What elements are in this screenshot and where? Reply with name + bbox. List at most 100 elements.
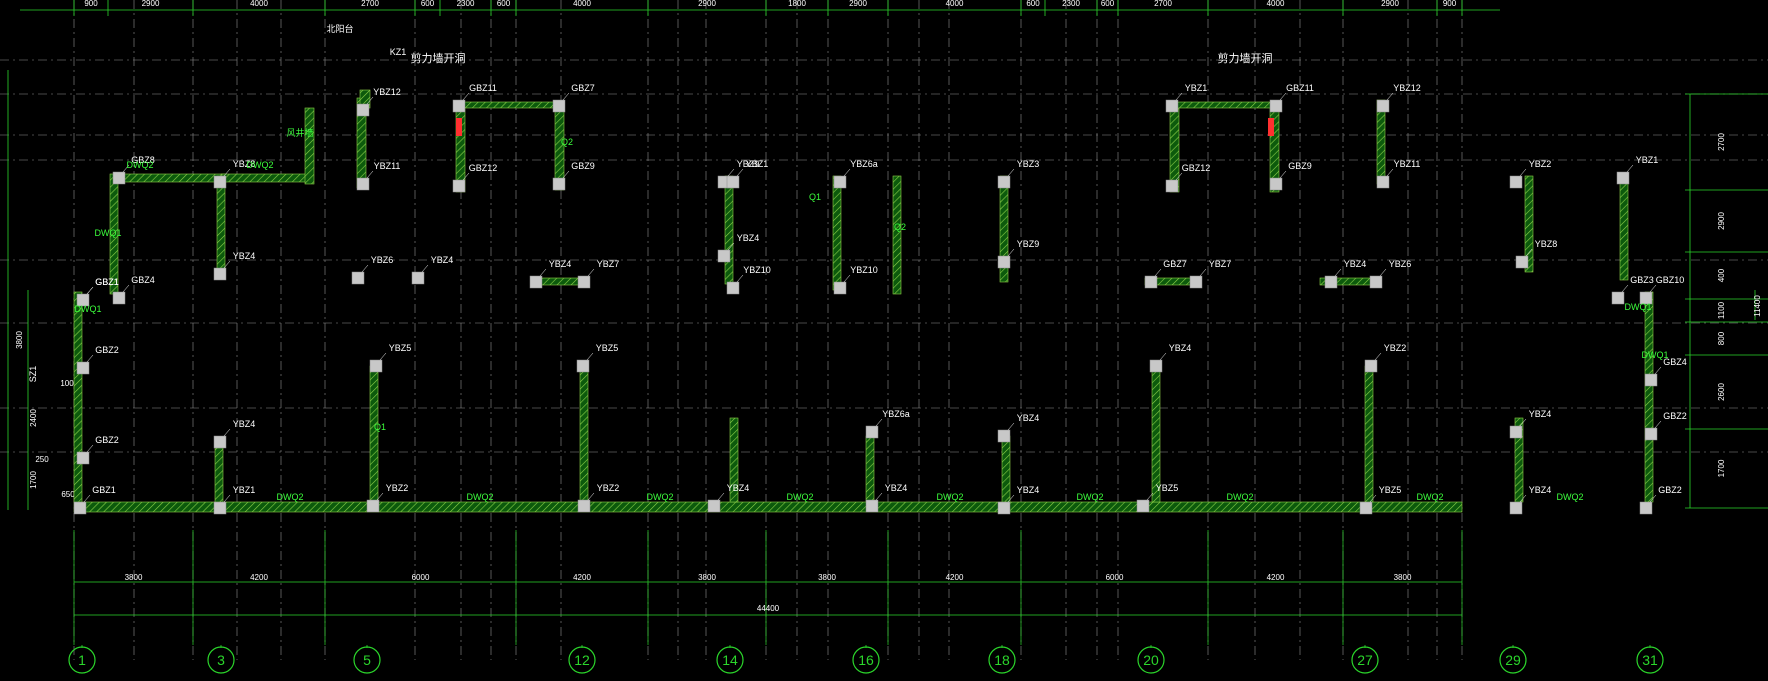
wall-column: [1509, 501, 1523, 515]
label-leader: [1007, 422, 1015, 431]
wall-column: [1269, 99, 1283, 113]
wall-label: DWQ2: [1227, 492, 1254, 502]
column-label: GBZ7: [571, 83, 595, 93]
label-leader: [736, 274, 744, 283]
axis-bubble-label: 31: [1642, 652, 1658, 668]
note-top: 北阳台: [326, 23, 353, 34]
label-leader: [1525, 248, 1533, 257]
axis-bubble-circle: [1636, 646, 1664, 674]
label-leader: [727, 242, 735, 251]
wall-column: [76, 451, 90, 465]
top-dim-label: 600: [1026, 0, 1040, 8]
column-label: YBZ2: [1529, 159, 1552, 169]
label-leader: [361, 264, 369, 273]
wall-column: [576, 359, 590, 373]
wall-column: [1136, 499, 1150, 513]
wall-column: [1189, 275, 1203, 289]
wall-column: [1144, 275, 1158, 289]
label-leader: [1146, 492, 1154, 501]
wall-column: [1376, 99, 1390, 113]
column-label: GBZ11: [1286, 83, 1314, 93]
shear-wall: [724, 175, 734, 285]
top-dim-label: 2900: [698, 0, 716, 8]
shear-wall: [1169, 103, 1180, 193]
bottom-dim-label: 3800: [698, 573, 716, 582]
wall-column: [73, 501, 87, 515]
axis-bubble-label: 1: [78, 652, 86, 668]
label-leader: [1279, 92, 1287, 101]
column-label: GBZ12: [469, 163, 498, 173]
column-label: YBZ4: [1529, 409, 1552, 419]
column-label: YBZ5: [1379, 485, 1402, 495]
column-label: YBZ4: [549, 259, 572, 269]
wall-label: DWQ1: [95, 228, 122, 238]
wall-column: [552, 99, 566, 113]
column-label: YBZ7: [597, 259, 620, 269]
axis-bubble-label: 18: [994, 652, 1010, 668]
wall-column: [577, 499, 591, 513]
column-label: GBZ2: [95, 345, 119, 355]
column-label: GBZ1: [92, 485, 116, 495]
column-label: GBZ7: [1163, 259, 1187, 269]
wall-column: [213, 435, 227, 449]
label-leader: [1369, 494, 1377, 503]
axis-bubble-label: 29: [1505, 652, 1521, 668]
wall-label: DWQ2: [647, 492, 674, 502]
column-label: YBZ2: [597, 483, 620, 493]
label-leader: [462, 92, 470, 101]
wall-column: [369, 359, 383, 373]
label-leader: [1386, 168, 1394, 177]
left-dim-label: 250: [35, 455, 49, 464]
wall-column: [997, 255, 1011, 269]
label-leader: [1379, 268, 1387, 277]
column-label: GBZ9: [1288, 161, 1312, 171]
label-leader: [1154, 268, 1162, 277]
wall-column: [1611, 291, 1625, 305]
label-leader: [1519, 168, 1527, 177]
bottom-dim-label: 4200: [250, 573, 268, 582]
column-label: YBZ1: [233, 485, 256, 495]
wall-column: [1269, 177, 1283, 191]
note-shear-hole-right: 剪力墙开洞: [1218, 51, 1273, 65]
label-leader: [1519, 494, 1527, 503]
axis-bubble-circle: [568, 646, 596, 674]
label-leader: [1621, 284, 1629, 293]
axis-bubble-circle: [1351, 646, 1379, 674]
label-leader: [587, 492, 595, 501]
column-label: YBZ4: [727, 483, 750, 493]
column-label: GBZ4: [1663, 357, 1687, 367]
top-dim-label: 2700: [1154, 0, 1172, 8]
shear-wall: [1174, 101, 1276, 109]
wall-label: DWQ2: [1417, 492, 1444, 502]
column-label: GBZ11: [469, 83, 497, 93]
wall-column: [1644, 427, 1658, 441]
column-label: YBZ4: [885, 483, 908, 493]
shear-wall: [455, 103, 466, 193]
wall-column: [356, 103, 370, 117]
column-label: YBZ3: [1017, 159, 1040, 169]
shear-wall: [1619, 175, 1629, 281]
note-sz: SZ1: [28, 366, 38, 383]
column-label: YBZ5: [1156, 483, 1179, 493]
top-dim-label: 600: [421, 0, 435, 8]
shear-wall: [1151, 365, 1161, 503]
wall-column: [452, 99, 466, 113]
axis-bubble-label: 27: [1357, 652, 1373, 668]
column-label: YBZ10: [850, 265, 878, 275]
bottom-dim-label: 4200: [946, 573, 964, 582]
label-leader: [1386, 92, 1394, 101]
column-label: YBZ7: [1209, 259, 1232, 269]
column-label: YBZ6a: [882, 409, 910, 419]
label-leader: [223, 494, 231, 503]
overall-dim-label: 44400: [757, 604, 780, 613]
wall-label: DWQ2: [1557, 492, 1584, 502]
wall-column: [997, 429, 1011, 443]
axis-bubble-label: 16: [858, 652, 874, 668]
shear-wall: [1644, 291, 1654, 503]
shear-wall: [865, 435, 875, 503]
wall-column: [577, 275, 591, 289]
column-label: YBZ12: [373, 87, 401, 97]
label-leader: [366, 170, 374, 179]
wall-column: [1149, 359, 1163, 373]
